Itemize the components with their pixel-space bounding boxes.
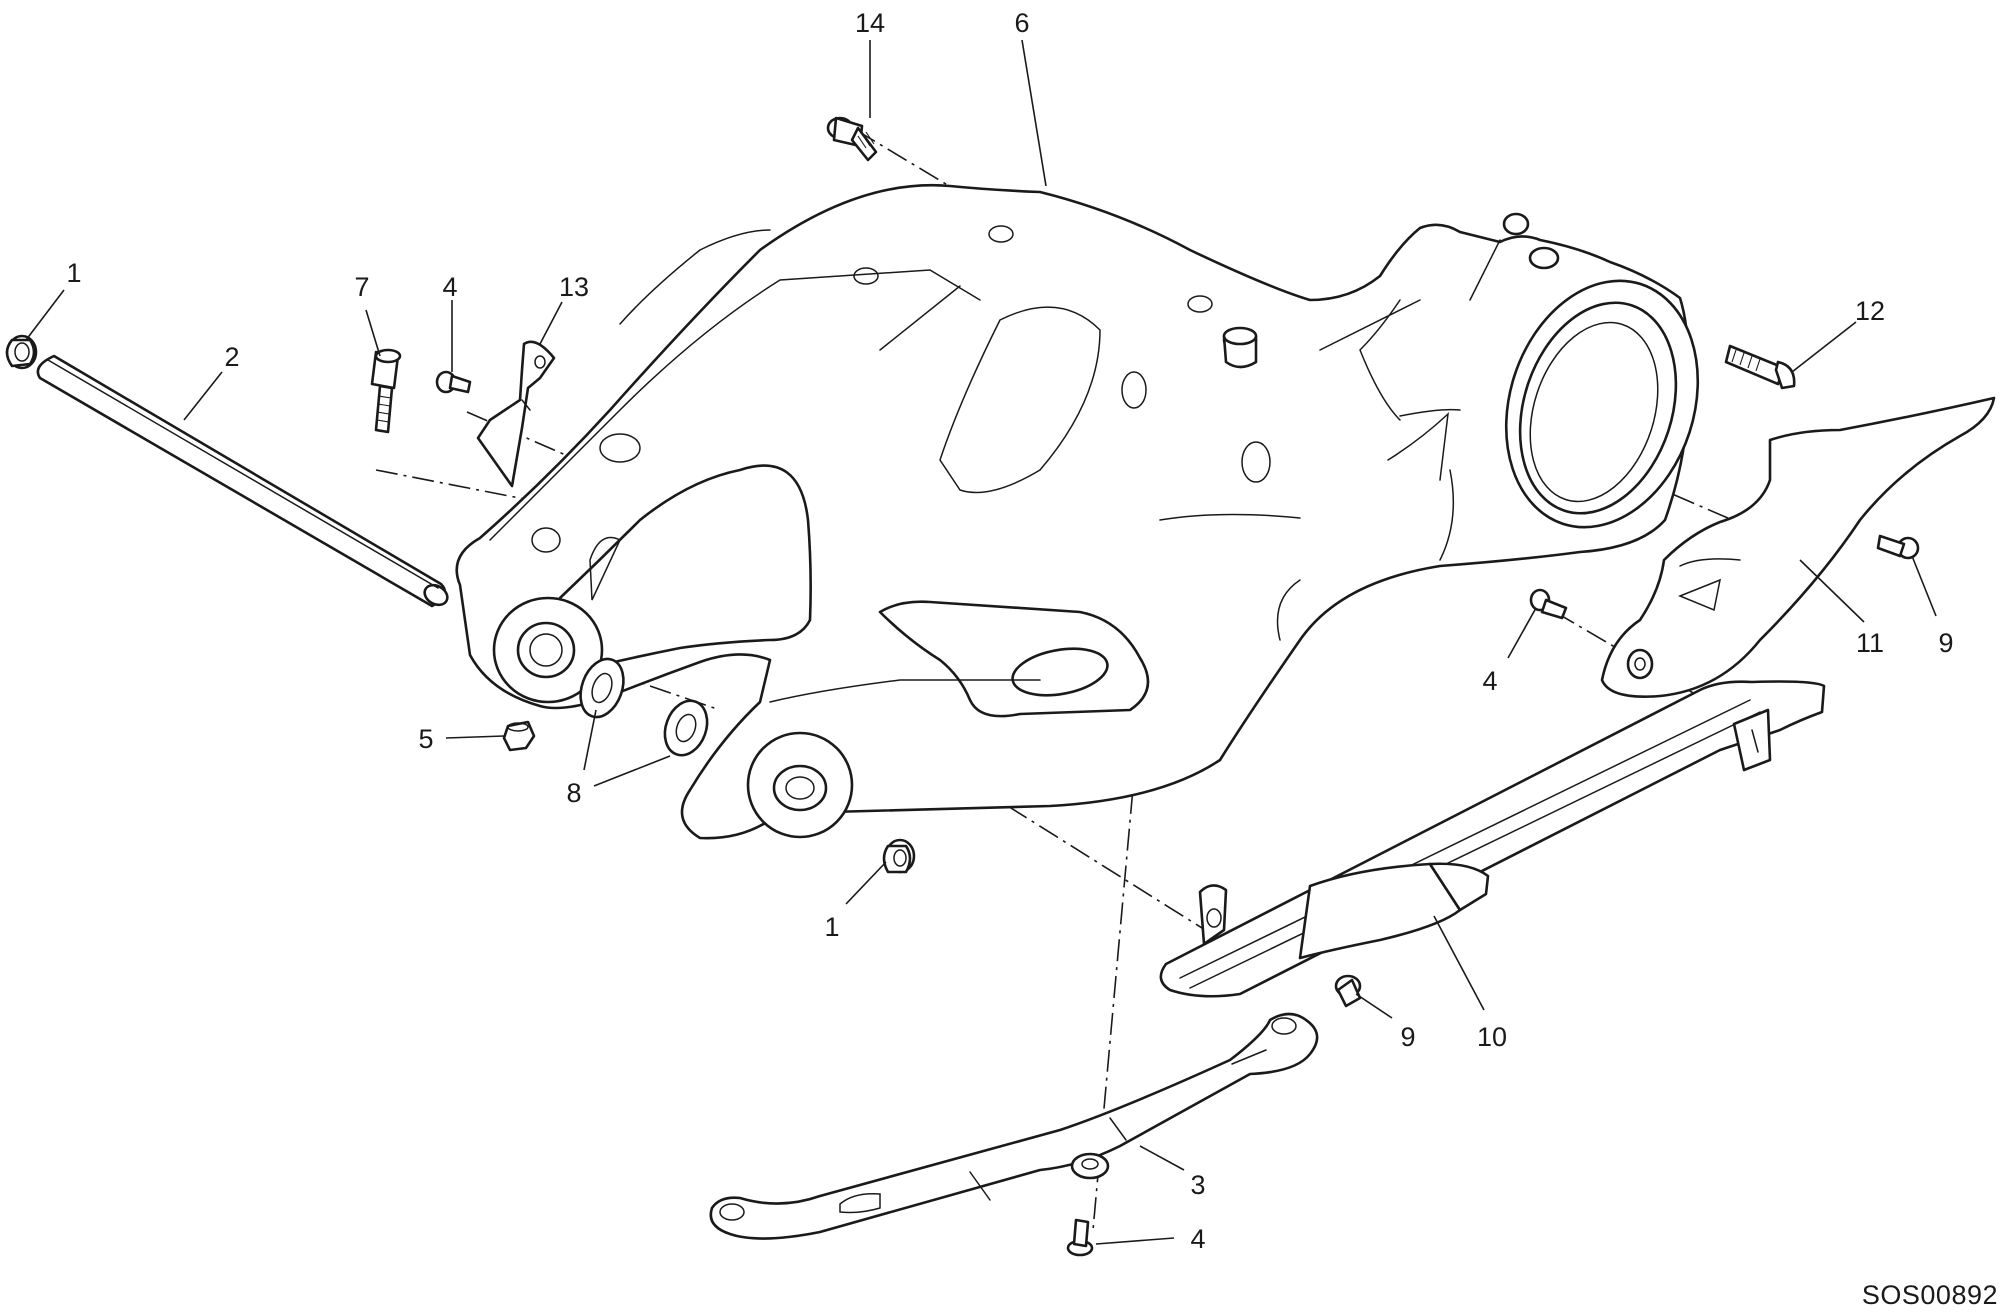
drawing-code: SOS00892: [1862, 1280, 1998, 1310]
nut-5: [502, 720, 536, 752]
callout-12: 12: [1855, 296, 1885, 326]
guard-3: [709, 1012, 1319, 1240]
bushing-lower: [882, 838, 916, 874]
callout-9-right: 9: [1938, 628, 1953, 658]
cover-11: [1600, 396, 1996, 698]
callout-6: 6: [1014, 8, 1029, 38]
screw-4-top: [435, 370, 472, 394]
callout-1-upper: 1: [66, 258, 81, 288]
callout-8: 8: [566, 778, 581, 808]
callout-2: 2: [224, 342, 239, 372]
callout-4-top: 4: [442, 272, 457, 302]
screw-4-right: [1529, 588, 1568, 620]
screw-7: [370, 348, 402, 434]
chain-slider-10: [1159, 680, 1826, 998]
callout-14: 14: [855, 8, 885, 38]
bracket-13: [476, 340, 556, 488]
bushing-upper: [5, 334, 38, 370]
callout-5: 5: [418, 724, 433, 754]
callout-3: 3: [1190, 1170, 1205, 1200]
callout-4-bottom: 4: [1190, 1224, 1205, 1254]
screw-12: [1724, 344, 1796, 390]
screw-9-bottom: [1334, 974, 1362, 1008]
callout-7: 7: [354, 272, 369, 302]
leader-lines: [25, 39, 1937, 1245]
callout-11: 11: [1856, 628, 1884, 658]
washers-8: [579, 657, 709, 757]
swingarm-body: [455, 183, 1700, 840]
callout-4-right: 4: [1482, 666, 1497, 696]
screw-9-right: [1876, 534, 1920, 560]
callout-9-bottom: 9: [1400, 1022, 1415, 1052]
callout-13: 13: [559, 272, 589, 302]
callout-1-lower: 1: [824, 912, 839, 942]
pivot-shaft: [36, 354, 449, 608]
screw-14: [826, 116, 878, 162]
callout-labels: 1 2 7 4 13 14 6 12 9 11 4 5 8 1 9 10 3 4: [66, 8, 1953, 1254]
screw-4-bottom: [1066, 1218, 1094, 1257]
callout-10: 10: [1477, 1022, 1507, 1052]
